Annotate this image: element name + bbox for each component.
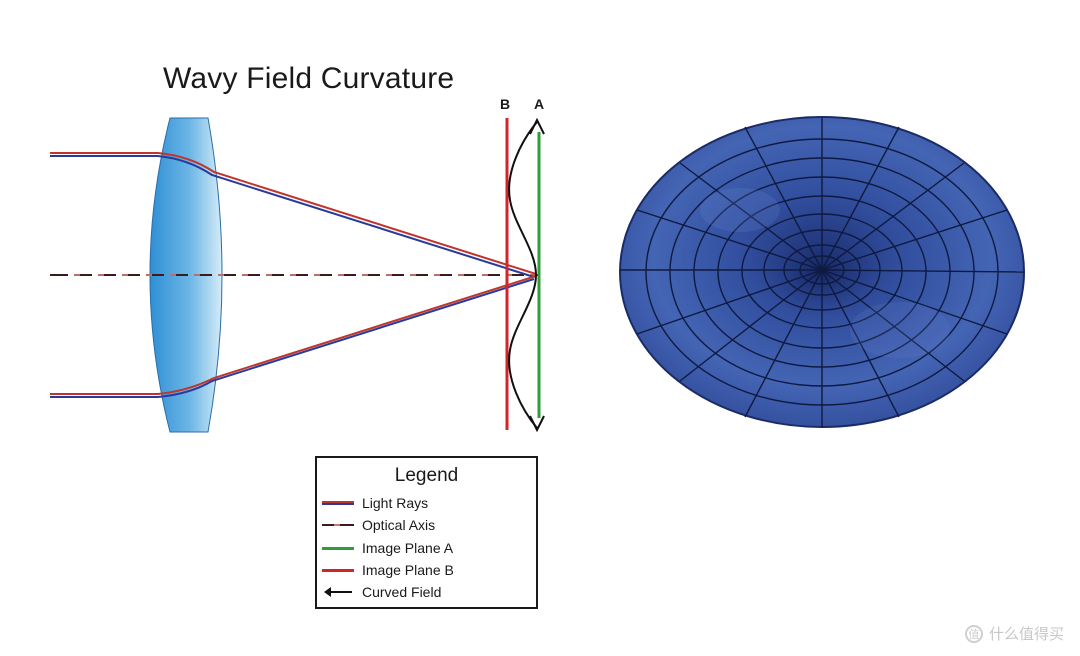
- left-arrow-icon: [324, 587, 352, 597]
- legend-item-image-plane-a: Image Plane A: [322, 538, 453, 558]
- light-ray-top: [50, 152, 537, 278]
- curved-field-arrow-bottom: [529, 415, 545, 433]
- image-plane-b-label: B: [500, 96, 511, 112]
- diagram-title: Wavy Field Curvature: [163, 62, 455, 95]
- image-plane-a-label: A: [534, 96, 545, 112]
- legend-label: Optical Axis: [362, 517, 436, 533]
- legend-label: Curved Field: [362, 584, 442, 600]
- watermark-text: 什么值得买: [988, 625, 1064, 643]
- legend-item-optical-axis: Optical Axis: [322, 515, 435, 535]
- optical-axis-swatch: [322, 524, 354, 526]
- image-plane-a-swatch: [322, 546, 354, 550]
- light-ray-bottom: [50, 275, 537, 398]
- legend-item-curved-field: Curved Field: [322, 582, 441, 602]
- curved-field-arrow-top: [529, 117, 545, 135]
- legend: Legend Light Rays Optical Axis Image Pla…: [315, 456, 538, 609]
- watermark-logo-icon: 值: [964, 624, 983, 643]
- legend-item-light-rays: Light Rays: [322, 493, 428, 513]
- light-rays-swatch: [322, 497, 354, 509]
- curved-field-line: [508, 121, 538, 429]
- legend-title: Legend: [394, 465, 459, 486]
- legend-label: Light Rays: [362, 495, 429, 511]
- image-plane-b-swatch: [322, 568, 354, 572]
- legend-item-image-plane-b: Image Plane B: [322, 560, 454, 580]
- legend-label: Image Plane A: [362, 540, 454, 556]
- watermark: 值 什么值得买: [964, 623, 1064, 644]
- legend-label: Image Plane B: [362, 562, 454, 578]
